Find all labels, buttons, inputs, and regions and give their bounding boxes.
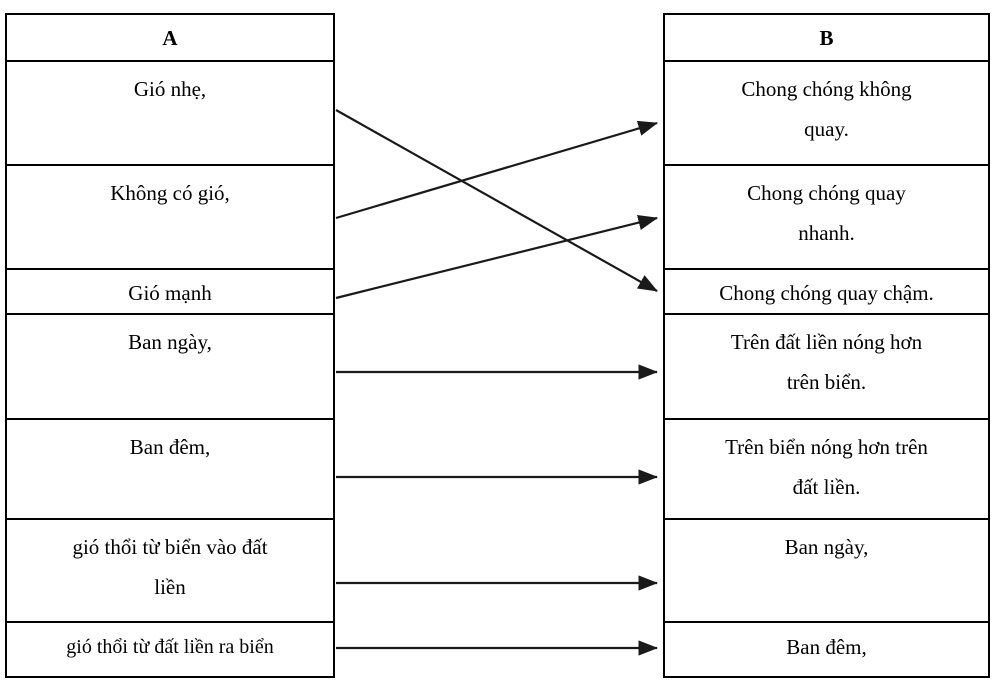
column-a-header-label: A	[162, 26, 178, 50]
left-item-2-text: Gió mạnh	[128, 281, 212, 305]
connection-arrow[interactable]	[335, 109, 658, 292]
list-item[interactable]: Ban đêm,	[665, 623, 988, 676]
right-item-3-text: Trên đất liền nóng hơn trên biển.	[730, 330, 923, 394]
list-item[interactable]: gió thổi từ biển vào đất liền	[7, 520, 333, 623]
list-item[interactable]: Không có gió,	[7, 166, 333, 270]
list-item[interactable]: Gió nhẹ,	[7, 62, 333, 166]
list-item[interactable]: gió thổi từ đất liền ra biển	[7, 623, 333, 676]
left-item-4-text: Ban đêm,	[129, 435, 211, 459]
list-item[interactable]: Ban đêm,	[7, 420, 333, 520]
right-item-5-text: Ban ngày,	[784, 535, 869, 559]
right-item-2-text: Chong chóng quay chậm.	[719, 281, 934, 305]
list-item[interactable]: Ban ngày,	[7, 315, 333, 420]
left-item-1-text: Không có gió,	[110, 181, 230, 205]
right-item-4-text: Trên biển nóng hơn trên đất liền.	[725, 435, 928, 499]
connection-arrow[interactable]	[335, 120, 659, 220]
list-item[interactable]: Chong chóng quay nhanh.	[665, 166, 988, 270]
column-a-table: A Gió nhẹ, Không có gió, Gió mạnh Ban ng…	[5, 13, 335, 678]
column-b-header-label: B	[819, 26, 834, 50]
left-item-0-text: Gió nhẹ,	[133, 77, 207, 101]
right-item-0-text: Chong chóng không quay.	[741, 77, 912, 141]
right-item-6-text: Ban đêm,	[786, 635, 867, 659]
column-b-table: B Chong chóng không quay. Chong chóng qu…	[663, 13, 990, 678]
left-item-6-text: gió thổi từ đất liền ra biển	[66, 636, 274, 658]
list-item[interactable]: Chong chóng quay chậm.	[665, 270, 988, 315]
list-item[interactable]: Gió mạnh	[7, 270, 333, 315]
column-b-header: B	[665, 15, 988, 62]
right-item-1-text: Chong chóng quay nhanh.	[747, 181, 906, 245]
connection-arrow[interactable]	[335, 215, 659, 300]
list-item[interactable]: Trên biển nóng hơn trên đất liền.	[665, 420, 988, 520]
left-item-3-text: Ban ngày,	[128, 330, 212, 354]
column-a-header: A	[7, 15, 333, 62]
list-item[interactable]: Chong chóng không quay.	[665, 62, 988, 166]
list-item[interactable]: Trên đất liền nóng hơn trên biển.	[665, 315, 988, 420]
left-item-5-text: gió thổi từ biển vào đất liền	[72, 535, 268, 599]
list-item[interactable]: Ban ngày,	[665, 520, 988, 623]
